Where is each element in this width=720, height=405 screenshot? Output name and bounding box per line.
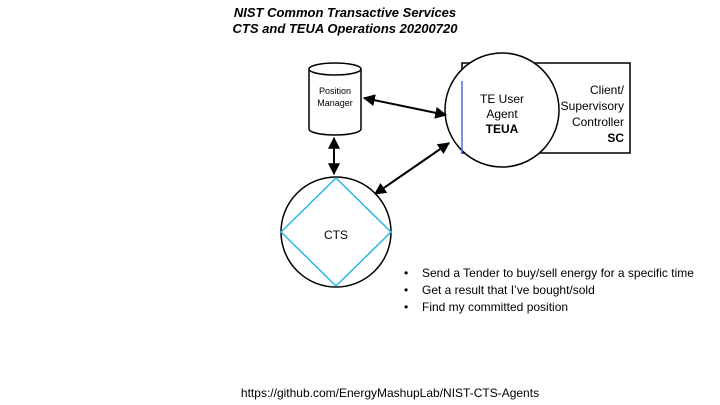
sc-label: Client/ Supervisory Controller SC [552,82,624,146]
teua-line-3: TEUA [472,122,532,137]
sc-line-1: Client/ [589,83,624,97]
sc-line-4: SC [552,130,624,146]
sc-line-3: Controller [571,115,624,129]
arrow-pm-teua [362,94,448,119]
bullet-item: Get a result that I’ve bought/sold [404,282,694,299]
cts-label: CTS [324,228,348,242]
title-line-1: NIST Common Transactive Services [233,5,457,20]
arrow-cts-teua [374,142,450,195]
sc-acronym: SC [607,131,624,145]
teua-line-1: TE User [479,92,524,106]
title-line-2: CTS and TEUA Operations 20200720 [232,21,458,36]
pm-line-1: Position [318,86,352,96]
sc-line-2: Supervisory [560,99,624,113]
teua-acronym: TEUA [485,122,519,136]
cts-diamond [279,176,393,288]
bullet-item: Find my committed position [404,299,694,316]
pm-line-2: Manager [317,98,353,108]
diagram-title: NIST Common Transactive Services CTS and… [0,5,690,37]
position-manager-cylinder [308,62,362,136]
footer-url: https://github.com/EnergyMashupLab/NIST-… [240,386,540,400]
teua-line-2: Agent [486,107,518,121]
bullet-list: Send a Tender to buy/sell energy for a s… [404,265,694,316]
position-manager-label: Position Manager [307,85,363,109]
bullet-item: Send a Tender to buy/sell energy for a s… [404,265,694,282]
teua-label: TE User Agent TEUA [472,92,532,137]
